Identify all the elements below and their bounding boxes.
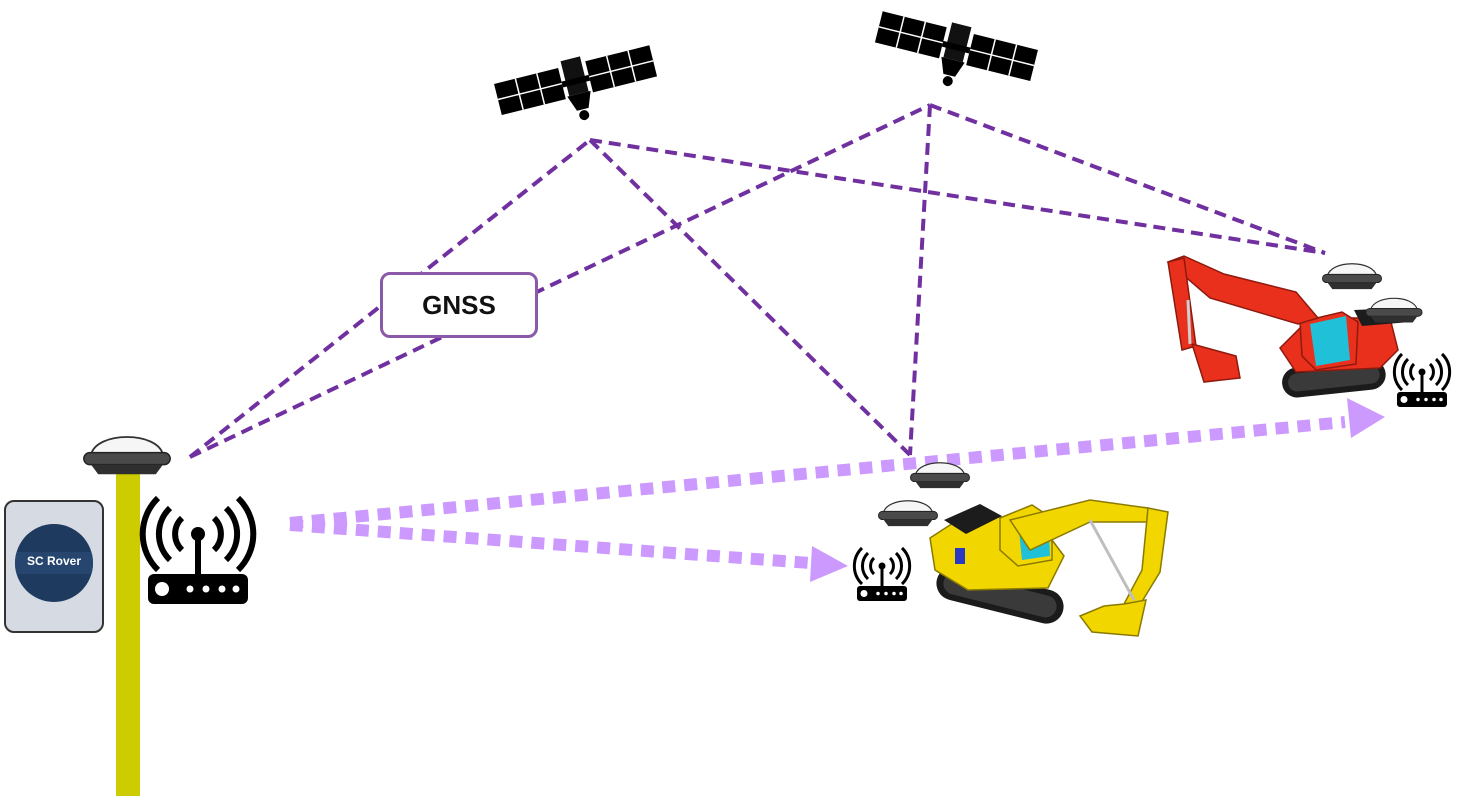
gnss-line [588,138,912,457]
satellite-icon [868,4,1041,107]
excavator-bucket [1078,599,1147,637]
radio-router-icon [143,498,254,604]
gnss-antenna-icon [1365,297,1423,324]
gnss-line [908,104,932,456]
gnss-line [589,138,1326,255]
radio-arrow-line [289,519,811,569]
radio-router-icon [1392,352,1452,409]
survey-pole [116,470,140,796]
gnss-antenna-icon [909,462,971,489]
radio-correction-arrows [289,398,1385,582]
gnss-antenna-icon [82,436,172,476]
radio-arrow-line [289,416,1346,529]
excavator-bucket [1190,342,1241,383]
excavator-icon [1166,255,1410,398]
data-controller-icon: SC Rover [4,500,104,633]
controller-band [15,552,93,574]
gnss-signal-lines [188,103,1326,459]
controller-label: SC Rover [26,554,82,568]
controller-screen: SC Rover [15,524,93,602]
satellite-icon [491,38,664,141]
gnss-line [929,103,1326,255]
excavator-decal [955,548,965,564]
excavator-engine-top [944,504,1002,534]
excavator-boom [1166,255,1320,325]
cab-window [1310,316,1350,366]
radio-router-icon [852,546,912,603]
gnss-antenna-icon [877,500,939,527]
radio-arrow-head [1347,398,1385,438]
gnss-label: GNSS [380,272,538,338]
gnss-antenna-icon [1321,263,1383,290]
excavator-icon [929,499,1169,637]
gnss-line [189,103,931,459]
radio-arrow-head [810,546,848,582]
